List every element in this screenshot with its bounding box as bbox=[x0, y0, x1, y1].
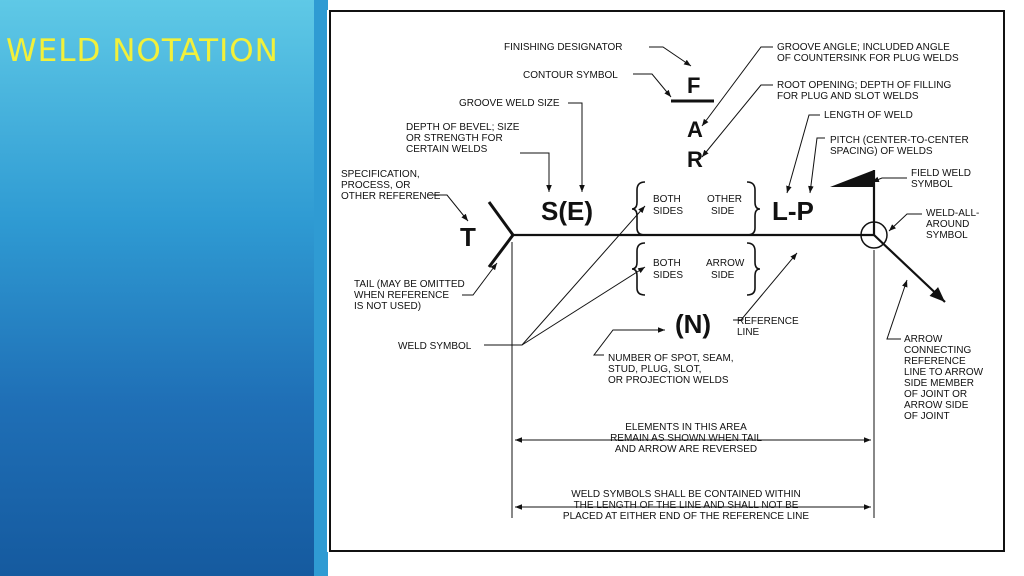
tail-letter: T bbox=[460, 222, 476, 252]
leader-weld-all-around bbox=[888, 213, 922, 232]
root-opening-letter: R bbox=[687, 147, 703, 172]
figure-background bbox=[327, 10, 1007, 552]
arrow-side-brace-left bbox=[631, 242, 646, 296]
size-groove-symbol: S(E) bbox=[541, 196, 593, 226]
weld-symbol-callout: WELD SYMBOL bbox=[398, 341, 472, 352]
figure-frame bbox=[329, 10, 1005, 552]
other-side-brace-right bbox=[746, 181, 761, 236]
leader-contour bbox=[633, 73, 672, 98]
leader-depth-bevel bbox=[520, 152, 552, 192]
finish-letter: F bbox=[687, 73, 700, 98]
leader-specification bbox=[428, 194, 469, 222]
length-pitch-symbol: L-P bbox=[772, 196, 814, 226]
leader-tail bbox=[462, 262, 498, 296]
leader-finishing bbox=[649, 46, 692, 67]
leader-length-weld bbox=[786, 114, 820, 194]
length-of-weld-callout: LENGTH OF WELD bbox=[824, 110, 913, 121]
leader-arrow-connecting bbox=[886, 279, 908, 340]
groove-angle-letter: A bbox=[687, 117, 703, 142]
leader-number bbox=[592, 327, 665, 356]
leader-root-opening bbox=[701, 84, 773, 158]
leader-reference-line bbox=[733, 252, 798, 321]
number-of-welds-symbol: (N) bbox=[675, 309, 711, 339]
leader-weld-symbol-lower bbox=[521, 266, 646, 346]
leader-groove-angle bbox=[701, 46, 773, 127]
contour-symbol-callout: CONTOUR SYMBOL bbox=[523, 70, 618, 81]
tail-mark bbox=[487, 201, 515, 268]
arrow-side-brace-right bbox=[746, 242, 761, 296]
field-weld-flag bbox=[830, 170, 874, 187]
other-side-brace-left bbox=[631, 181, 646, 236]
leader-field-weld bbox=[871, 176, 907, 183]
finishing-designator-callout: FINISHING DESIGNATOR bbox=[504, 42, 623, 53]
arrow-line bbox=[873, 234, 946, 303]
slide-title: WELD NOTATION bbox=[6, 33, 279, 69]
leader-pitch bbox=[808, 137, 825, 194]
leader-groove-size bbox=[568, 102, 585, 192]
title-panel: WELD NOTATION bbox=[0, 0, 314, 576]
number-of-welds-callout: NUMBER OF SPOT, SEAM,STUD, PLUG, SLOT,OR… bbox=[608, 353, 734, 386]
groove-weld-size-callout: GROOVE WELD SIZE bbox=[459, 98, 560, 109]
